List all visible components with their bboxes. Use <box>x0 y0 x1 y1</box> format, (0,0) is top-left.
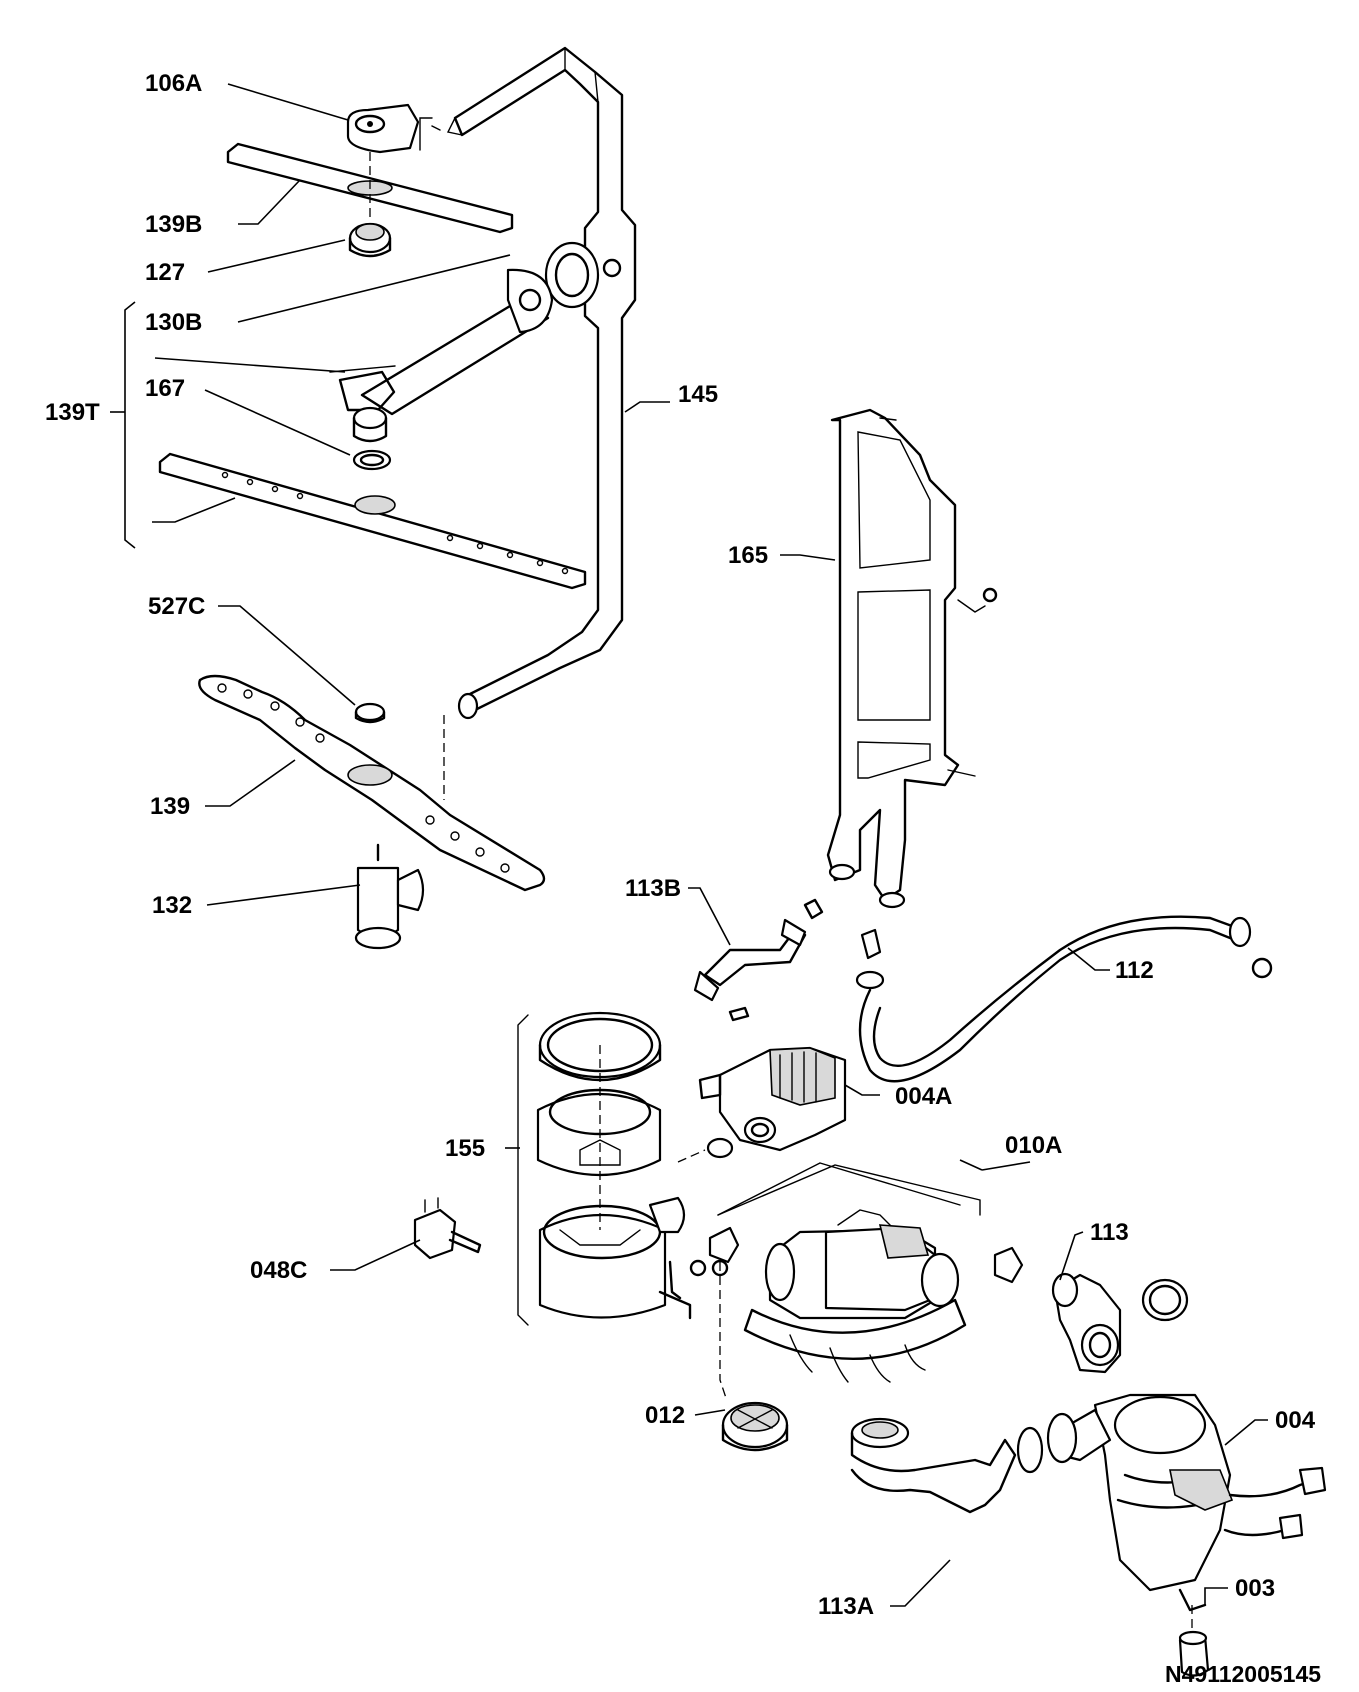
label-113: 113 <box>1090 1219 1129 1246</box>
part-010a-heater <box>708 1209 1024 1383</box>
label-165: 165 <box>728 542 768 569</box>
label-113a: 113A <box>818 1593 874 1620</box>
label-155: 155 <box>445 1135 485 1162</box>
part-527c-nut <box>354 702 386 724</box>
label-004a: 004A <box>895 1083 952 1110</box>
label-139t: 139T <box>45 399 100 426</box>
part-004a-valve <box>698 1046 847 1159</box>
part-165-frame <box>826 408 998 909</box>
part-048c-sensor <box>413 1197 482 1260</box>
part-145-supply-tube <box>419 46 637 720</box>
label-106a: 106A <box>145 70 202 97</box>
label-132: 132 <box>152 892 192 919</box>
label-048c: 048C <box>250 1257 307 1284</box>
part-132-arm-support <box>354 843 425 950</box>
part-106a-nut <box>346 103 420 154</box>
label-113b: 113B <box>625 875 681 902</box>
leader-lines <box>110 83 1268 1607</box>
diagram-code: N49112005145 <box>1165 1661 1321 1687</box>
label-112: 112 <box>1115 957 1154 984</box>
part-127-bearing <box>348 222 392 258</box>
part-012-pressure-chamber <box>721 1401 789 1452</box>
label-130b: 130B <box>145 309 202 336</box>
part-012-fittings <box>689 1259 729 1277</box>
part-113a-sump-hose <box>850 1412 1078 1514</box>
part-004-pump <box>1058 1393 1327 1612</box>
label-139: 139 <box>150 793 190 820</box>
label-003: 003 <box>1235 1575 1275 1602</box>
part-labels: 106A 139B 127 130B 139T 167 145 165 527C… <box>45 70 1321 1687</box>
label-012: 012 <box>645 1402 685 1429</box>
part-112-drain-hose <box>855 915 1273 1083</box>
label-127: 127 <box>145 259 185 286</box>
part-113b-hose <box>693 898 824 1022</box>
part-139-lower-spray-arm <box>198 674 546 892</box>
label-010a: 010A <box>1005 1132 1062 1159</box>
label-004: 004 <box>1275 1407 1316 1434</box>
label-527c: 527C <box>148 593 205 620</box>
part-003-capacitor <box>1178 1630 1210 1677</box>
label-167: 167 <box>145 375 185 402</box>
part-113-clamp-ring <box>1141 1278 1189 1322</box>
part-139t-middle-spray-arm <box>158 452 587 590</box>
label-139b: 139B <box>145 211 202 238</box>
part-113-elbow-hose <box>1051 1272 1122 1374</box>
part-167-ring <box>352 449 392 471</box>
part-130b-arm-tube <box>329 268 554 443</box>
label-145: 145 <box>678 381 718 408</box>
part-155-sump-assembly <box>536 1011 692 1320</box>
